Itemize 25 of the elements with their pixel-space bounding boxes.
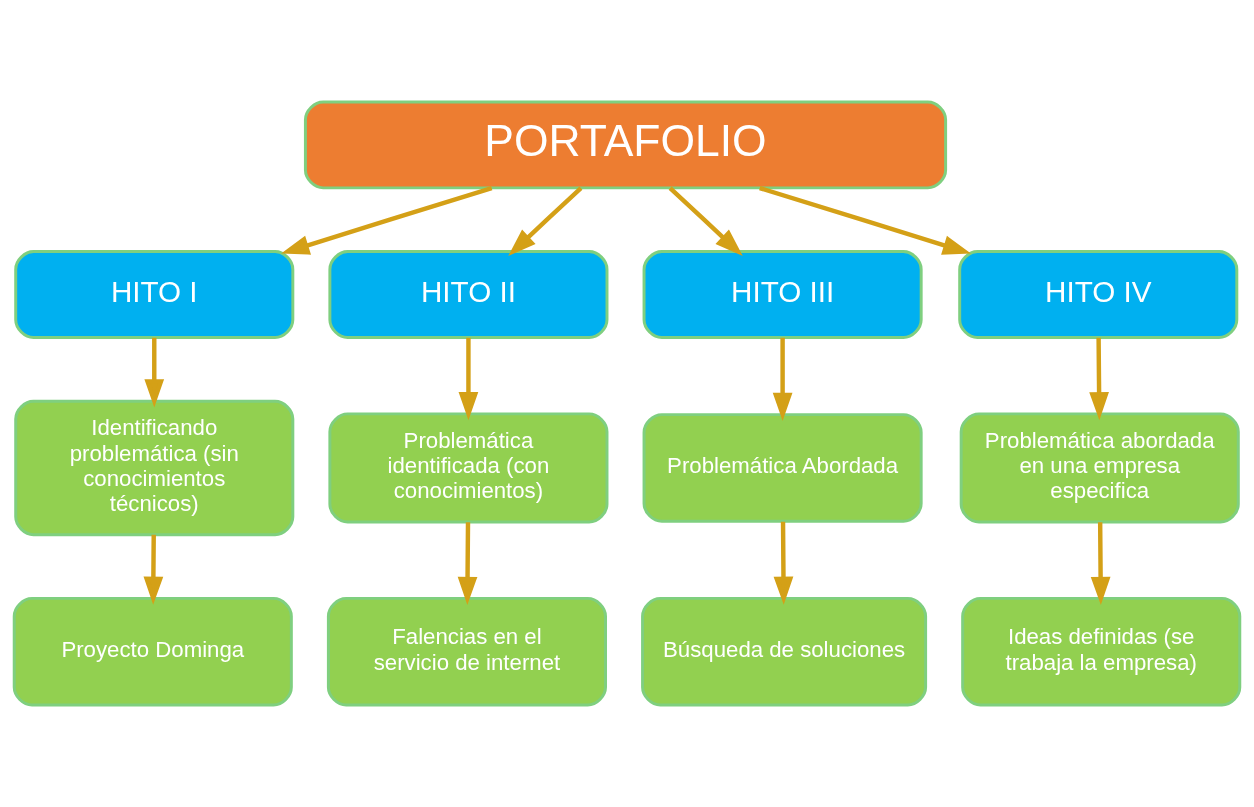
arrow xyxy=(1090,522,1111,606)
arrow xyxy=(759,185,971,255)
node-box: Problemática identificada (con conocimientos) xyxy=(328,412,609,524)
node-box: Falencias en el servicio de internet xyxy=(326,596,607,707)
node-box: HITO I xyxy=(14,250,295,340)
node-box: HITO III xyxy=(642,250,923,340)
node-box: HITO II xyxy=(328,250,609,340)
arrow xyxy=(143,534,164,605)
arrow xyxy=(458,337,479,421)
node-box: HITO IV xyxy=(958,250,1239,340)
node-box: Identificando problemática (sin conocimientos técnicos) xyxy=(14,399,295,537)
arrow xyxy=(772,337,793,421)
node-box: Búsqueda de soluciones xyxy=(641,596,928,707)
arrow xyxy=(508,186,583,256)
arrow xyxy=(1089,337,1109,421)
node-box: Problemática Abordada xyxy=(642,413,923,523)
arrow xyxy=(773,521,794,605)
arrow xyxy=(144,337,165,408)
node-box: PORTAFOLIO xyxy=(303,100,948,190)
arrow xyxy=(457,522,478,606)
arrow xyxy=(668,186,743,256)
node-box: Proyecto Dominga xyxy=(12,596,293,707)
node-box: Ideas definidas (se trabaja la empresa) xyxy=(961,596,1242,707)
node-box: Problemática abordada en una empresa especifica xyxy=(959,412,1240,524)
arrow xyxy=(281,185,493,255)
